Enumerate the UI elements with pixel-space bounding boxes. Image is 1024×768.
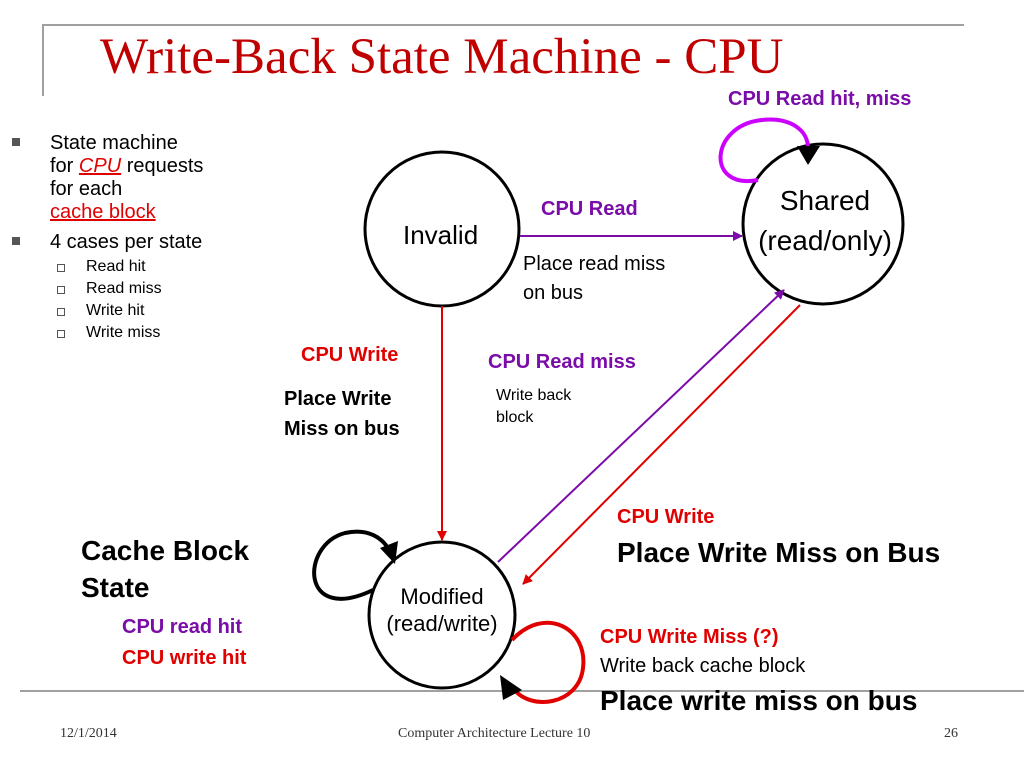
cache-block-state-label: Cache Block State (81, 535, 250, 603)
shared-to-modified-arrow (522, 304, 801, 585)
sub-bullet-item: Write hit (10, 300, 260, 322)
sub-bullet-item: Write miss (10, 322, 260, 344)
hollow-square-bullet-icon (57, 286, 65, 294)
footer-page-number: 26 (944, 726, 958, 741)
bullet-item: State machine for CPU requests for each … (10, 132, 260, 224)
cpu-read-miss-label: CPU Read miss (488, 351, 636, 373)
modified-state-label: Modified (read/write) (386, 584, 498, 636)
modified-miss-loop-arrowhead-icon (500, 675, 522, 700)
cache-block-link[interactable]: cache block (50, 201, 156, 223)
cpu-write-miss-label: CPU Write Miss (?) (600, 626, 779, 648)
frame-top-rule (42, 24, 964, 26)
bullet-list: State machine for CPU requests for each … (10, 132, 260, 344)
place-read-miss-label: Place read miss on bus (523, 253, 666, 304)
hollow-square-bullet-icon (57, 264, 65, 272)
sub-bullet-item: Read miss (10, 278, 260, 300)
cpu-link[interactable]: CPU (78, 155, 122, 177)
hollow-square-bullet-icon (57, 330, 65, 338)
cpu-read-miss-arrow (497, 289, 785, 563)
shared-state-circle (741, 142, 905, 306)
square-bullet-icon (12, 138, 20, 146)
footer-date: 12/1/2014 (60, 726, 117, 741)
modified-miss-self-loop (510, 620, 586, 704)
cpu-read-hit-label: CPU read hit (122, 616, 243, 638)
invalid-state-label: Invalid (403, 220, 479, 250)
bullet-item: 4 cases per state (10, 231, 260, 254)
frame-left-rule (42, 24, 44, 96)
place-write-miss-label: Place Write Miss on bus (284, 388, 400, 440)
shared-self-loop-arrowhead-icon (797, 146, 820, 165)
cpu-write-label: CPU Write (301, 344, 399, 366)
shared-self-loop-label: CPU Read hit, miss (728, 88, 912, 110)
place-write-miss-on-bus-label: Place write miss on bus (600, 685, 918, 716)
cpu-write-hit-label: CPU write hit (122, 647, 247, 669)
slide-title: Write-Back State Machine - CPU (100, 29, 784, 85)
shared-self-loop (718, 117, 810, 184)
hollow-square-bullet-icon (57, 308, 65, 316)
frame-bottom-rule (20, 690, 1024, 692)
cpu-read-label: CPU Read (541, 198, 638, 220)
sub-bullet-item: Read hit (10, 256, 260, 278)
shared-state-label: Shared (read/only) (758, 185, 892, 256)
footer-course: Computer Architecture Lecture 10 (398, 726, 591, 741)
square-bullet-icon (12, 237, 20, 245)
modified-state-circle (367, 540, 517, 690)
write-back-block-label: Write back block (496, 387, 572, 426)
modified-hit-self-loop (312, 529, 392, 601)
cpu-write-right-label: CPU Write (617, 506, 715, 528)
modified-hit-loop-arrowhead-icon (380, 541, 398, 564)
write-back-cache-block-label: Write back cache block (600, 655, 806, 677)
place-write-miss-bus-label: Place Write Miss on Bus (617, 537, 941, 568)
